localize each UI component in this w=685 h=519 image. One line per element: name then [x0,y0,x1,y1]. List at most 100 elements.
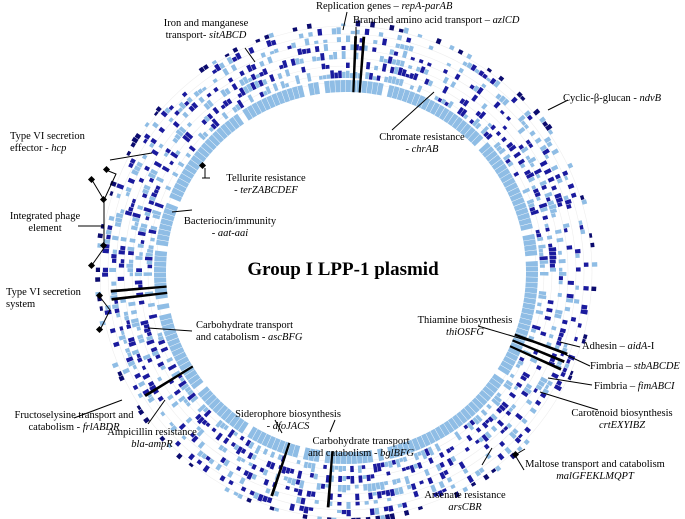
track-segment [364,28,370,36]
track-segment [111,362,119,369]
track-segment [269,74,276,83]
track-segment [391,76,397,85]
track-segment [424,448,431,457]
backbone-segment [463,126,476,140]
track-segment [426,62,432,67]
track-segment [523,169,531,176]
diamond-marker [99,195,108,204]
track-segment [565,298,574,303]
backbone-segment [488,377,502,389]
backbone-segment [522,302,536,310]
track-segment [563,343,568,348]
label-line: Integrated phage [9,211,81,222]
backbone-segment [197,386,210,398]
track-segment [525,383,533,390]
backbone-segment [464,404,476,417]
track-segment [462,61,468,67]
track-segment [118,263,125,268]
track-segment [242,76,249,85]
track-segment [486,403,492,410]
track-segment [117,371,123,377]
track-segment [472,85,480,93]
track-segment [502,98,510,106]
track-segment [410,483,417,491]
label-branched: Branched amino acid transport – azlCD [353,15,520,27]
track-segment [564,363,570,369]
track-segment [151,149,159,157]
track-segment [380,514,386,519]
track-segment [138,177,145,184]
track-segment [141,154,148,160]
track-segment [341,509,346,515]
track-segment [166,442,173,449]
track-segment [516,445,523,452]
track-segment [505,379,514,387]
track-segment [389,24,395,31]
track-segment [126,320,131,325]
label-bacteriocin: Bacteriocin/immunity - aat-aai [178,216,282,240]
track-segment [376,462,382,472]
track-segment [346,501,351,509]
track-segment [365,72,370,80]
track-segment [289,503,295,511]
track-segment [297,488,303,496]
track-segment [212,106,220,115]
track-segment [202,64,209,71]
track-segment [510,96,518,104]
track-segment [539,376,548,384]
track-segment [316,483,321,490]
track-segment [181,434,187,441]
track-segment [262,78,268,86]
track-segment [493,395,502,403]
track-segment [251,463,257,470]
backbone-segment [173,351,187,362]
track-segment [495,145,503,152]
track-segment [281,466,287,474]
backbone-segment [494,163,508,175]
backbone-segment [276,91,286,105]
track-segment [146,339,155,346]
track-segment [496,392,502,398]
track-segment [363,45,368,52]
track-segment [417,451,422,457]
backbone-segment [224,120,236,133]
track-segment [125,186,132,193]
track-segment [389,66,395,74]
track-segment [269,462,276,470]
track-segment [309,472,315,478]
track-segment [171,171,179,178]
track-segment [197,416,205,425]
backbone-segment [271,93,281,107]
diamond-marker [102,165,111,174]
backbone-segment [500,172,513,184]
track-segment [247,77,253,83]
track-segment [148,313,158,320]
track-segment [224,87,231,95]
track-segment [126,263,134,268]
track-segment [115,312,121,318]
track-segment [211,59,218,65]
backbone-segment [401,89,411,103]
track-segment [302,514,308,519]
track-segment [395,43,401,49]
backbone-segment [482,385,495,398]
track-segment [146,331,152,337]
track-segment [490,124,497,131]
track-segment [178,101,187,110]
track-segment [578,220,583,226]
track-segment [182,134,191,143]
track-segment [420,449,428,460]
track-segment [325,484,330,488]
track-segment [566,203,572,210]
track-segment [501,401,509,409]
track-segment [558,332,565,338]
track-segment [287,45,292,50]
track-segment [155,354,161,360]
track-segment [144,122,150,128]
track-segment [517,114,526,123]
track-segment [147,264,153,269]
track-segment [557,250,562,255]
track-segment [151,209,162,216]
backbone-segment [467,130,480,143]
label-chromate: Chromate resistance - chrAB [370,132,474,156]
